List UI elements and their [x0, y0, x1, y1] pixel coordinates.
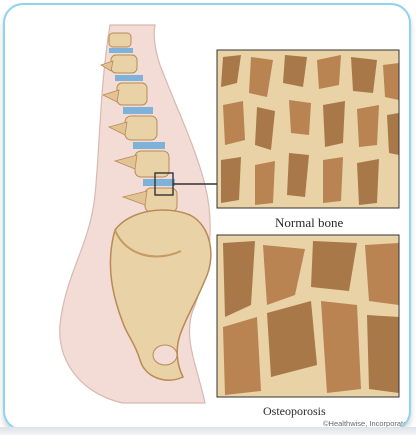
bone-illustration: Normal bone Osteoporosis ©Healthwise, In…	[5, 5, 409, 429]
osteoporosis-panel	[217, 235, 399, 397]
normal-bone-panel	[217, 50, 399, 208]
osteoporosis-label: Osteoporosis	[263, 404, 326, 418]
normal-bone-label: Normal bone	[275, 215, 343, 230]
illustration-card: Normal bone Osteoporosis ©Healthwise, In…	[3, 3, 411, 431]
bottom-shade	[0, 427, 416, 435]
